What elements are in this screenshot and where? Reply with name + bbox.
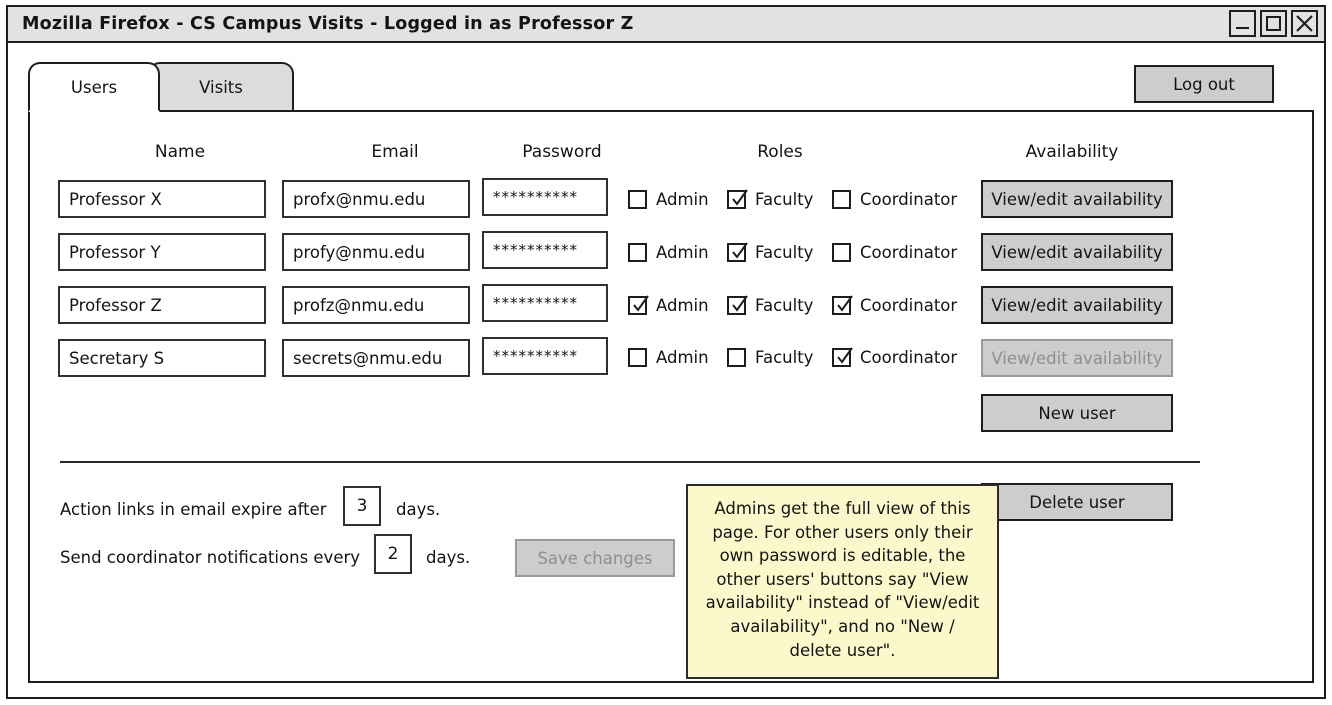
role-admin-checkbox[interactable]: Admin bbox=[628, 348, 709, 367]
checkbox-box-checked bbox=[628, 295, 649, 315]
checkbox-box-unchecked bbox=[832, 243, 851, 262]
sticky-note-text: Admins get the full view of this page. F… bbox=[705, 499, 980, 660]
availability-label: View/edit availability bbox=[991, 348, 1163, 368]
role-coordinator-label: Coordinator bbox=[860, 190, 958, 209]
notify-days-input[interactable]: 2 bbox=[374, 534, 412, 574]
checkbox-box-checked bbox=[832, 347, 853, 367]
column-header-password: Password bbox=[522, 142, 602, 162]
role-admin-checkbox[interactable]: Admin bbox=[628, 190, 709, 209]
role-coordinator-checkbox[interactable]: Coordinator bbox=[832, 295, 958, 315]
name-field[interactable]: Professor Z bbox=[58, 286, 266, 324]
expire-label-suffix: days. bbox=[396, 500, 441, 519]
password-field[interactable]: ********** bbox=[482, 284, 608, 322]
role-coordinator-label: Coordinator bbox=[860, 243, 958, 262]
minimize-icon[interactable] bbox=[1229, 10, 1256, 37]
role-admin-label: Admin bbox=[656, 243, 709, 262]
column-header-roles: Roles bbox=[757, 142, 803, 162]
name-field[interactable]: Secretary S bbox=[58, 339, 266, 377]
close-icon[interactable] bbox=[1291, 10, 1318, 37]
role-admin-label: Admin bbox=[656, 348, 709, 367]
view-edit-availability-button[interactable]: View/edit availability bbox=[981, 180, 1173, 218]
role-coordinator-label: Coordinator bbox=[860, 296, 958, 315]
sticky-note: Admins get the full view of this page. F… bbox=[686, 484, 999, 679]
role-admin-checkbox[interactable]: Admin bbox=[628, 243, 709, 262]
role-admin-label: Admin bbox=[656, 190, 709, 209]
delete-user-label: Delete user bbox=[1029, 492, 1125, 512]
availability-label: View/edit availability bbox=[991, 242, 1163, 262]
checkbox-box-unchecked bbox=[727, 348, 746, 367]
email-field[interactable]: secrets@nmu.edu bbox=[282, 339, 470, 377]
role-faculty-checkbox[interactable]: Faculty bbox=[727, 348, 813, 367]
window-controls bbox=[1229, 10, 1318, 37]
availability-label: View/edit availability bbox=[991, 189, 1163, 209]
save-changes-button-disabled: Save changes bbox=[515, 539, 675, 577]
role-coordinator-checkbox[interactable]: Coordinator bbox=[832, 347, 958, 367]
checkbox-box-unchecked bbox=[628, 243, 647, 262]
role-coordinator-label: Coordinator bbox=[860, 348, 958, 367]
role-faculty-checkbox[interactable]: Faculty bbox=[727, 242, 814, 262]
tab-users-label: Users bbox=[70, 77, 118, 97]
title-bar: Mozilla Firefox - CS Campus Visits - Log… bbox=[8, 7, 1324, 43]
role-faculty-label: Faculty bbox=[755, 243, 814, 262]
role-coordinator-checkbox[interactable]: Coordinator bbox=[832, 243, 957, 262]
maximize-icon[interactable] bbox=[1260, 10, 1287, 37]
role-admin-checkbox[interactable]: Admin bbox=[628, 295, 709, 315]
checkbox-box-checked bbox=[727, 295, 748, 315]
checkbox-box-checked bbox=[727, 242, 748, 262]
column-header-email: Email bbox=[371, 142, 419, 162]
section-divider bbox=[60, 461, 1200, 463]
save-changes-label: Save changes bbox=[537, 548, 653, 568]
tab-users[interactable]: Users bbox=[28, 62, 160, 112]
email-field[interactable]: profz@nmu.edu bbox=[282, 286, 470, 324]
view-edit-availability-button[interactable]: View/edit availability bbox=[981, 233, 1173, 271]
logout-button[interactable]: Log out bbox=[1134, 65, 1274, 103]
logout-label: Log out bbox=[1173, 74, 1235, 94]
role-faculty-checkbox[interactable]: Faculty bbox=[727, 295, 814, 315]
expire-days-input[interactable]: 3 bbox=[343, 486, 381, 526]
role-coordinator-checkbox[interactable]: Coordinator bbox=[832, 190, 957, 209]
checkbox-box-unchecked bbox=[628, 190, 647, 209]
role-faculty-checkbox[interactable]: Faculty bbox=[727, 189, 814, 209]
tab-visits-label: Visits bbox=[199, 77, 243, 97]
view-edit-availability-button-disabled: View/edit availability bbox=[981, 339, 1173, 377]
password-field[interactable]: ********** bbox=[482, 231, 608, 269]
expire-label-prefix: Action links in email expire after bbox=[60, 500, 327, 519]
column-header-availability: Availability bbox=[1025, 142, 1119, 162]
users-panel: Name Email Password Roles Availability P… bbox=[28, 110, 1314, 683]
notify-label-suffix: days. bbox=[426, 548, 471, 567]
availability-label: View/edit availability bbox=[991, 295, 1163, 315]
password-field[interactable]: ********** bbox=[482, 178, 608, 216]
role-faculty-label: Faculty bbox=[755, 296, 814, 315]
role-admin-label: Admin bbox=[656, 296, 709, 315]
browser-window: Mozilla Firefox - CS Campus Visits - Log… bbox=[6, 5, 1326, 699]
password-field[interactable]: ********** bbox=[482, 337, 608, 375]
view-edit-availability-button[interactable]: View/edit availability bbox=[981, 286, 1173, 324]
new-user-label: New user bbox=[1038, 403, 1116, 423]
column-header-name: Name bbox=[154, 142, 206, 162]
new-user-button[interactable]: New user bbox=[981, 394, 1173, 432]
window-title: Mozilla Firefox - CS Campus Visits - Log… bbox=[22, 14, 634, 34]
email-field[interactable]: profx@nmu.edu bbox=[282, 180, 470, 218]
checkbox-box-checked bbox=[727, 189, 748, 209]
name-field[interactable]: Professor X bbox=[58, 180, 266, 218]
role-faculty-label: Faculty bbox=[755, 190, 814, 209]
tab-visits[interactable]: Visits bbox=[148, 62, 294, 112]
name-field[interactable]: Professor Y bbox=[58, 233, 266, 271]
checkbox-box-unchecked bbox=[628, 348, 647, 367]
delete-user-button[interactable]: Delete user bbox=[981, 483, 1173, 521]
notify-label-prefix: Send coordinator notifications every bbox=[60, 548, 361, 567]
email-field[interactable]: profy@nmu.edu bbox=[282, 233, 470, 271]
checkbox-box-checked bbox=[832, 295, 853, 315]
checkbox-box-unchecked bbox=[832, 190, 851, 209]
role-faculty-label: Faculty bbox=[755, 348, 814, 367]
